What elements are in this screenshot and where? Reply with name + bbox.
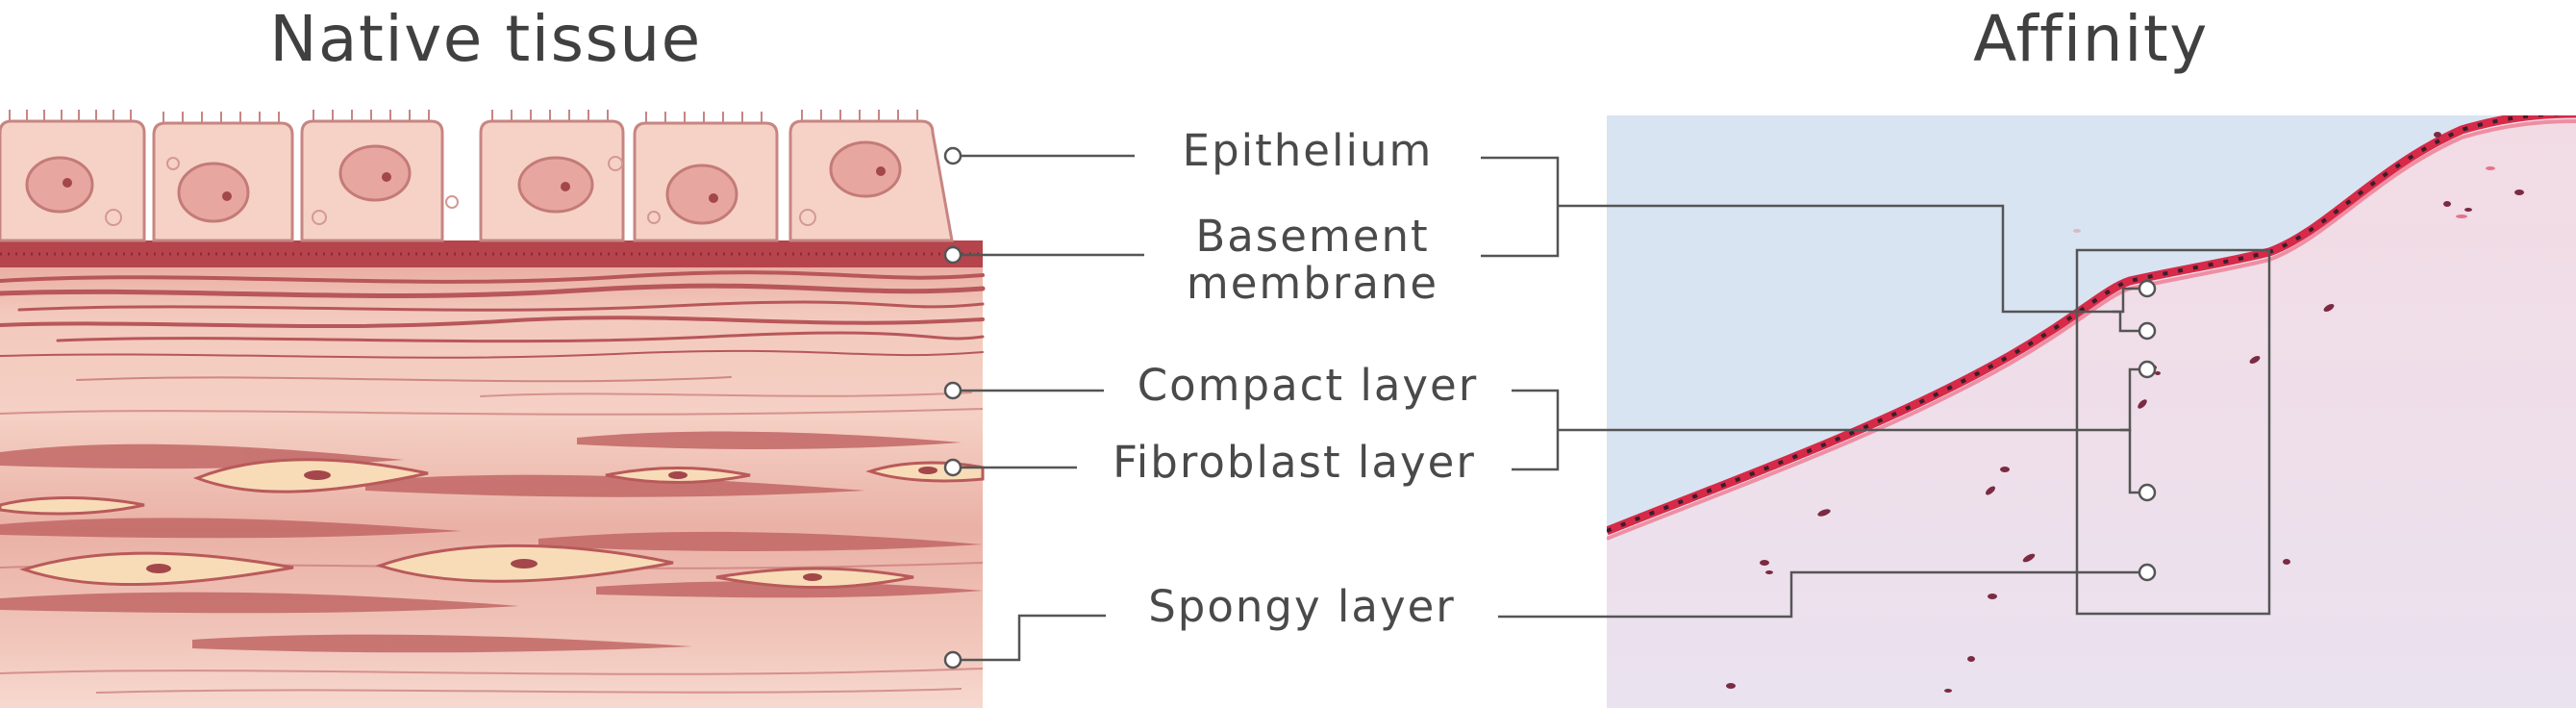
epithelial-cells [0, 119, 954, 242]
label-basement-line2: membrane [1186, 257, 1439, 309]
label-basement-line1: Basement [1195, 211, 1430, 262]
affinity-micrograph [1607, 115, 2576, 708]
epithelium-nuclei [1607, 115, 2576, 533]
markers [943, 146, 2157, 670]
leader-spongy-native [953, 614, 1106, 662]
micrograph-highlight-frame [2075, 248, 2271, 616]
marker-spongy-affinity [2138, 563, 2157, 582]
epithelial-nuclei [25, 140, 902, 225]
bracket-compact-fibroblast [1512, 389, 2120, 471]
leader-epithelium-affinity [2113, 287, 2147, 314]
marker-fibroblast-affinity [2138, 483, 2157, 502]
compact-fibers [0, 270, 986, 397]
fibroblast-nuclei [146, 467, 938, 581]
native-tissue-illustration [0, 110, 986, 708]
marker-epithelium-native [943, 146, 963, 165]
label-spongy-layer: Spongy layer [1148, 581, 1456, 632]
marker-basement-affinity [2138, 321, 2157, 341]
marker-epithelium-affinity [2138, 279, 2157, 298]
basement-membrane-band [0, 240, 983, 267]
affinity-title: Affinity [1973, 2, 2209, 76]
label-compact-layer: Compact layer [1137, 360, 1479, 411]
label-basement-membrane: Basement membrane [1144, 211, 1481, 309]
leader-lines [953, 154, 2271, 662]
marker-fibroblast-native [943, 458, 963, 477]
stromal-cells [1726, 132, 2524, 693]
label-fibroblast-layer: Fibroblast layer [1113, 437, 1476, 488]
marker-compact-native [943, 381, 963, 400]
marker-basement-native [943, 245, 963, 265]
native-tissue-title: Native tissue [269, 2, 702, 76]
marker-spongy-native [943, 650, 963, 670]
label-epithelium: Epithelium [1182, 125, 1434, 176]
marker-compact-affinity [2138, 360, 2157, 379]
bracket-epi-basement [1481, 156, 2113, 314]
leader-spongy-affinity [1498, 570, 2147, 619]
